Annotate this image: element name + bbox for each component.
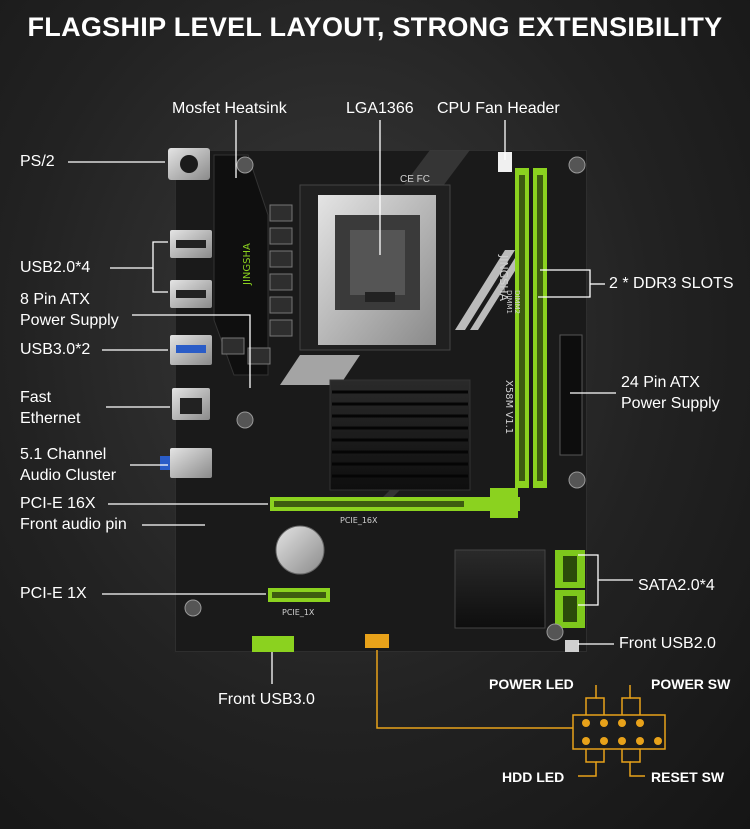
io-ports — [160, 148, 212, 478]
label-usb30: USB3.0*2 — [20, 341, 91, 358]
svg-text:JINGSHA: JINGSHA — [242, 243, 253, 286]
label-mosfet-heatsink: Mosfet Heatsink — [172, 100, 287, 117]
cpu-fan-header — [498, 152, 512, 172]
front-panel-header — [365, 634, 389, 648]
label-hdd-led: HDD LED — [502, 769, 565, 785]
silk-pcie1: PCIE_1X — [282, 608, 315, 617]
label-ps2: PS/2 — [20, 153, 55, 170]
silk-dimm2: DIMM2 — [513, 290, 521, 314]
label-usb20: USB2.0*4 — [20, 259, 91, 276]
label-ethernet-line2: Ethernet — [20, 410, 81, 427]
label-pcie1: PCI-E 1X — [20, 585, 87, 602]
ddr3-slots — [515, 168, 547, 488]
label-audio-line1: 5.1 Channel — [20, 446, 107, 463]
label-atx24-line1: 24 Pin ATX — [621, 374, 700, 391]
atx24-connector — [559, 334, 583, 456]
label-ddr3-slots: 2 * DDR3 SLOTS — [609, 275, 734, 292]
label-reset-sw: RESET SW — [651, 769, 725, 785]
silk-dimm1: DIMM1 — [505, 290, 513, 314]
label-power-sw: POWER SW — [651, 676, 731, 692]
label-audio-line2: Audio Cluster — [20, 467, 117, 484]
pcie1-slot — [268, 588, 330, 602]
audio-port — [170, 448, 212, 478]
label-pcie16: PCI-E 16X — [20, 495, 96, 512]
sata-ports — [555, 550, 585, 628]
svg-text:CE FC: CE FC — [400, 174, 430, 185]
mounting-holes — [184, 156, 586, 641]
silk-pcie16: PCIE_16X — [340, 516, 378, 525]
label-front-usb2: Front USB2.0 — [619, 635, 716, 652]
label-ethernet-line1: Fast — [20, 389, 52, 406]
label-front-usb3: Front USB3.0 — [218, 691, 315, 708]
mosfet-heatsink: JINGSHA — [213, 154, 269, 376]
page-title: FLAGSHIP LEVEL LAYOUT, STRONG EXTENSIBIL… — [27, 12, 723, 42]
southbridge-heatsink — [454, 549, 546, 629]
northbridge-heatsink — [329, 379, 471, 491]
label-power-led: POWER LED — [489, 676, 574, 692]
silk-brand: JINGSHA — [497, 254, 510, 301]
label-front-audio: Front audio pin — [20, 516, 127, 533]
leader-lines — [68, 120, 633, 684]
label-sata: SATA2.0*4 — [638, 577, 715, 594]
front-usb2-header — [565, 640, 579, 652]
label-atx8-line2: Power Supply — [20, 312, 119, 329]
silk-model: X58M V1.1 — [503, 380, 514, 434]
cpu-socket-lga1366: CE FC — [299, 174, 451, 351]
label-lga1366: LGA1366 — [346, 100, 414, 117]
label-atx8-line1: 8 Pin ATX — [20, 291, 90, 308]
cmos-battery — [275, 525, 325, 575]
chokes — [221, 204, 293, 365]
pcie16-slot — [270, 488, 520, 518]
label-atx24-line2: Power Supply — [621, 395, 720, 412]
label-cpu-fan-header: CPU Fan Header — [437, 100, 560, 117]
front-usb3-header — [252, 636, 294, 652]
front-panel-pin-diagram — [376, 650, 666, 777]
